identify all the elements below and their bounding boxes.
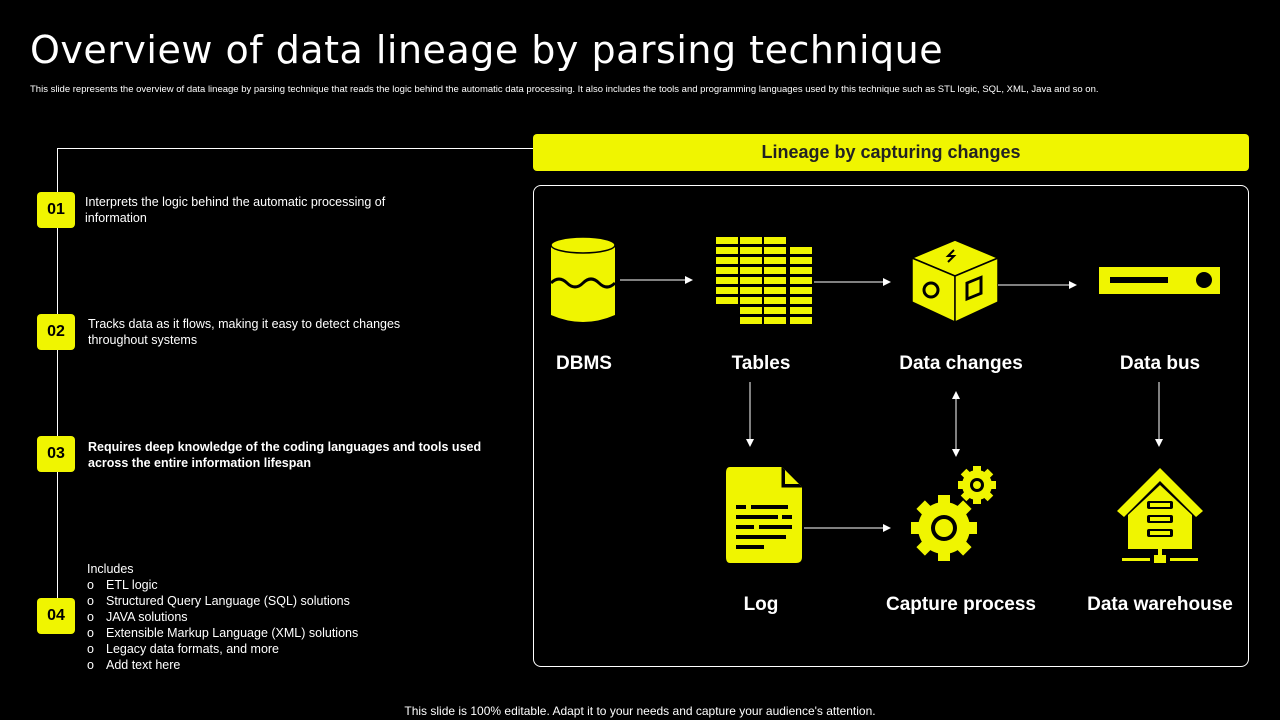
table-grid-icon (716, 237, 812, 324)
diagram-panel (533, 185, 1249, 667)
step-badge-02: 02 (37, 314, 75, 350)
step-04-intro: Includes (87, 562, 134, 576)
node-label-log: Log (743, 594, 779, 615)
node-label-capture-process: Capture process (886, 594, 1036, 615)
footer-note: This slide is 100% editable. Adapt it to… (404, 704, 876, 718)
node-label-data-warehouse: Data warehouse (1087, 594, 1233, 615)
step-badge-04: 04 (37, 598, 75, 634)
node-label-data-changes: Data changes (899, 353, 1023, 374)
page-subtitle: This slide represents the overview of da… (30, 84, 1099, 95)
timeline-line (57, 148, 58, 618)
warehouse-icon (1117, 468, 1203, 563)
node-label-tables: Tables (731, 353, 791, 374)
step-badge-03: 03 (37, 436, 75, 472)
database-icon (549, 236, 617, 322)
cube-box-icon (910, 239, 1000, 324)
step-text-03: Requires deep knowledge of the coding la… (88, 440, 482, 470)
step-text-01: Interprets the logic behind the automati… (85, 195, 386, 225)
page-title: Overview of data lineage by parsing tech… (30, 28, 944, 72)
diagram-banner: Lineage by capturing changes (533, 134, 1249, 171)
step-text-02: Tracks data as it flows, making it easy … (88, 317, 401, 347)
step-badge-01: 01 (37, 192, 75, 228)
bus-device-icon (1099, 267, 1220, 294)
node-label-dbms: DBMS (556, 353, 612, 374)
timeline-connector (57, 148, 535, 149)
node-label-data-bus: Data bus (1119, 353, 1201, 374)
document-icon (726, 467, 802, 563)
gears-icon (911, 466, 996, 561)
